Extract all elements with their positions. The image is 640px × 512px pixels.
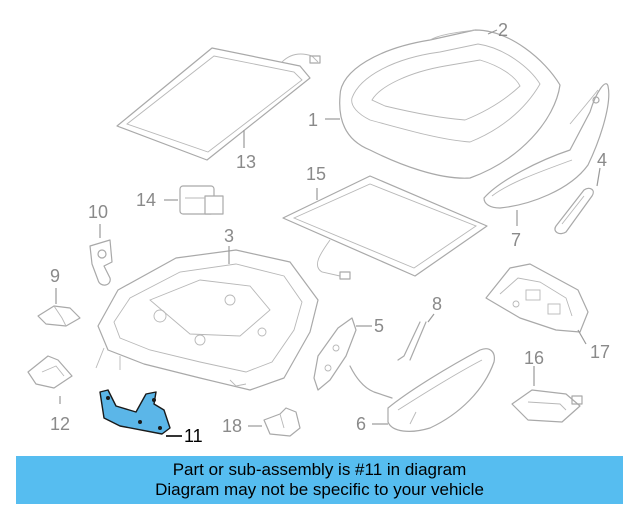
banner-line-1: Part or sub-assembly is #11 in diagram	[172, 460, 467, 479]
callout-18: 18	[222, 416, 242, 436]
part-15-heater-mat[interactable]	[282, 175, 488, 280]
parts-diagram: 13 2 1 7 4 15 14	[27, 20, 610, 446]
part-2-cushion-cover[interactable]	[339, 29, 561, 179]
part-11-bracket-highlighted[interactable]	[99, 389, 171, 435]
banner-line-2: Diagram may not be specific to your vehi…	[155, 480, 484, 499]
part-6-side-trim[interactable]	[387, 348, 495, 432]
callout-6: 6	[356, 414, 366, 434]
callout-16: 16	[524, 348, 544, 368]
part-5-side-bracket[interactable]	[313, 317, 357, 391]
callout-13: 13	[236, 152, 256, 172]
callout-9: 9	[50, 266, 60, 286]
callout-14: 14	[136, 190, 156, 210]
callout-3: 3	[224, 226, 234, 246]
info-banner: Part or sub-assembly is #11 in diagram D…	[16, 456, 623, 504]
part-7-side-shield[interactable]	[483, 83, 610, 209]
callout-15: 15	[306, 164, 326, 184]
callout-11: 11	[184, 426, 203, 446]
part-13-heater-mat[interactable]	[116, 47, 321, 161]
callout-12: 12	[50, 414, 70, 434]
callout-10: 10	[88, 202, 108, 222]
part-10-bracket[interactable]	[89, 239, 113, 286]
part-3-seat-frame[interactable]	[95, 249, 319, 391]
part-9-cap[interactable]	[37, 305, 81, 327]
part-17-adjuster-assembly[interactable]	[485, 263, 589, 333]
callout-5: 5	[374, 316, 384, 336]
callout-4: 4	[597, 150, 607, 170]
part-8-wire-rod[interactable]	[349, 321, 427, 399]
part-18-clip[interactable]	[263, 407, 301, 437]
part-14-module[interactable]	[179, 185, 224, 215]
part-16-module[interactable]	[511, 389, 583, 423]
callout-1: 1	[308, 110, 318, 130]
callout-7: 7	[511, 230, 521, 250]
part-4-switch-knob[interactable]	[554, 187, 594, 235]
callout-17: 17	[590, 342, 610, 362]
callout-2: 2	[498, 20, 508, 40]
callout-8: 8	[432, 294, 442, 314]
part-12-bracket[interactable]	[27, 355, 73, 389]
